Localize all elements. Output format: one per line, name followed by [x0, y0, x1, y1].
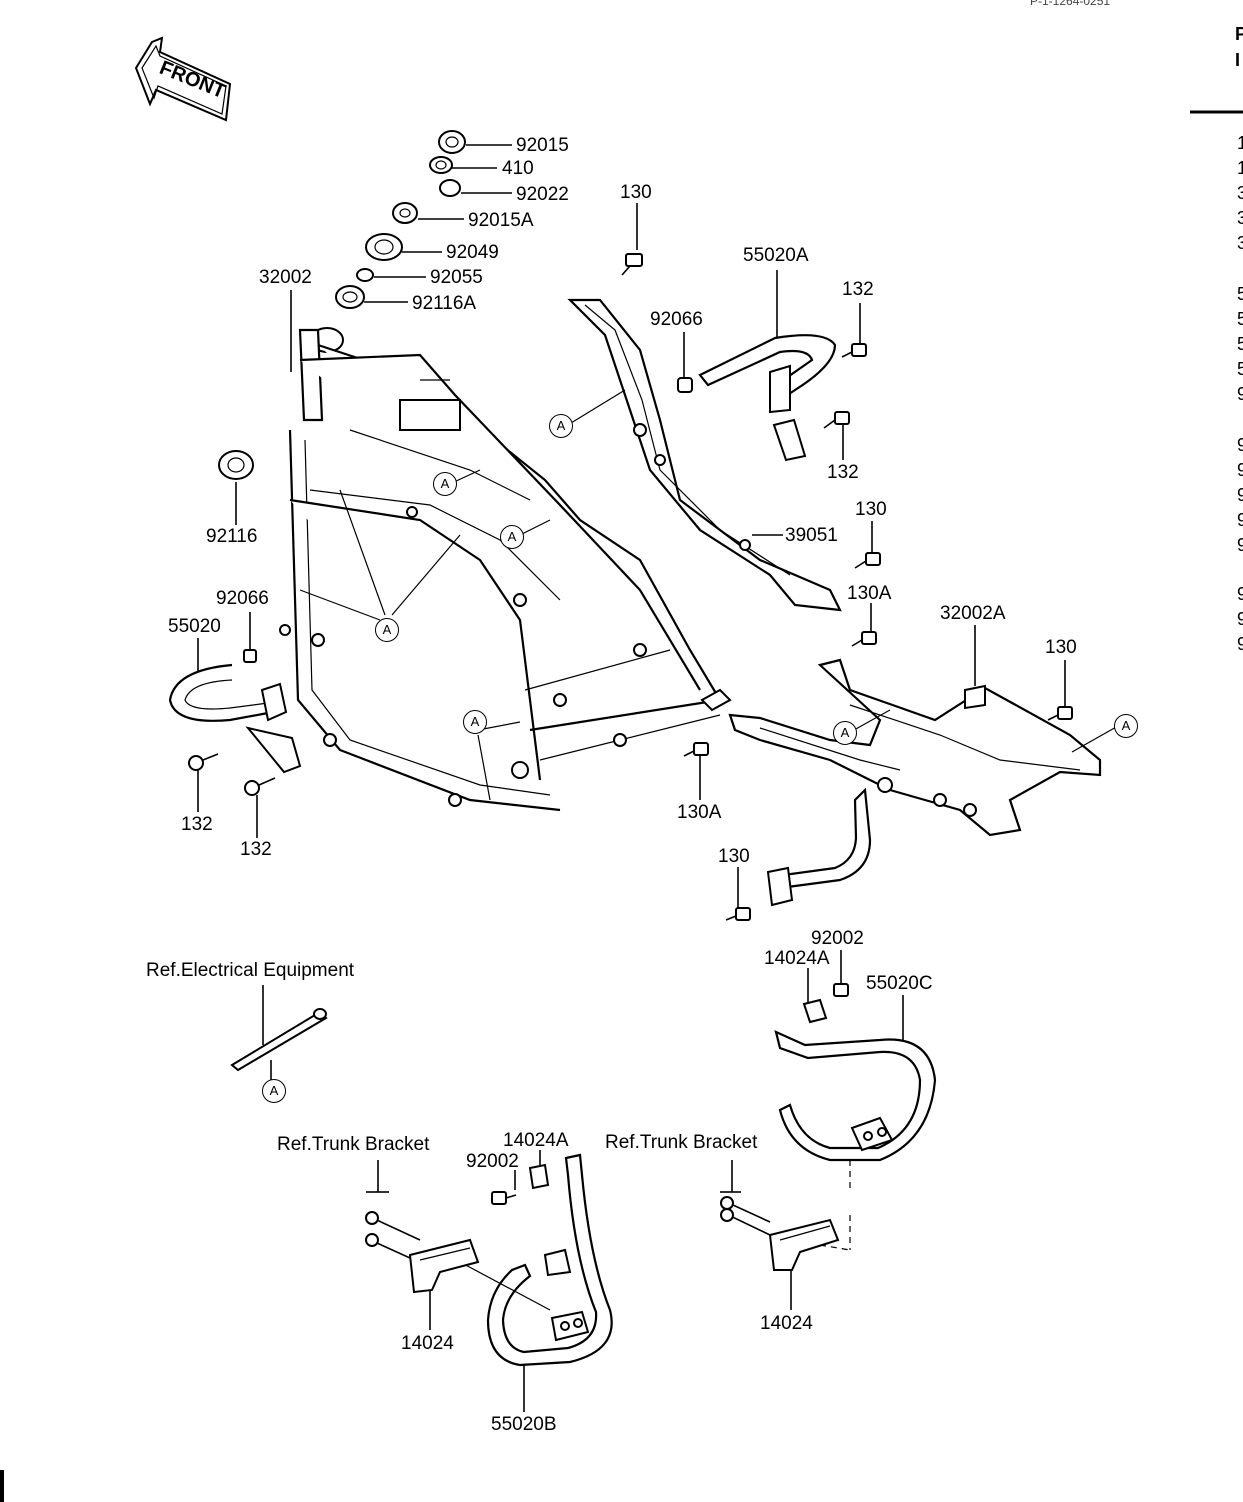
rear-subframe: [683, 658, 1102, 921]
part-label-130-lower: 130: [718, 846, 750, 867]
part-label-130-top: 130: [620, 182, 652, 203]
callout-a: A: [433, 472, 457, 496]
seat-rail: [567, 253, 842, 612]
part-label-410: 410: [502, 158, 534, 179]
part-label-130a-lower: 130A: [677, 802, 722, 823]
edge-char: 1: [1237, 158, 1243, 178]
part-label-55020c: 55020C: [866, 973, 933, 994]
callout-a: A: [463, 710, 487, 734]
edge-char: 9: [1237, 634, 1243, 654]
part-label-39051: 39051: [785, 525, 838, 546]
trunk-brackets: [365, 1196, 851, 1294]
part-label-32002a: 32002A: [940, 603, 1006, 624]
callout-leaders: [299, 389, 1119, 801]
part-label-92055: 92055: [430, 267, 483, 288]
part-label-92116: 92116: [206, 526, 258, 547]
callout-a: A: [262, 1079, 286, 1103]
leader-lines: [197, 144, 1066, 1412]
callout-a: A: [500, 525, 524, 549]
part-label-130-right: 130: [1045, 637, 1077, 658]
edge-char: I: [1235, 50, 1241, 70]
rear-footrest-b: [459, 1153, 613, 1367]
part-label-92015a: 92015A: [468, 210, 534, 231]
part-label-55020a: 55020A: [743, 245, 809, 266]
cable-tie: [230, 1008, 328, 1072]
edge-char: 3: [1237, 233, 1243, 253]
edge-char: 3: [1237, 183, 1243, 203]
edge-char: 5: [1237, 284, 1243, 304]
part-label-32002: 32002: [259, 267, 312, 288]
steering-head-parts: [218, 130, 466, 480]
edge-char: 9: [1237, 435, 1243, 455]
part-label-92002-bottom: 92002: [466, 1151, 519, 1172]
edge-char: 5: [1237, 334, 1243, 354]
edge-char: 5: [1237, 359, 1243, 379]
part-label-92116a: 92116A: [412, 293, 477, 314]
front-arrow-icon: [134, 36, 232, 122]
part-label-92022: 92022: [516, 184, 569, 205]
part-label-14024-right: 14024: [760, 1313, 813, 1334]
passenger-footrest-right: [677, 334, 881, 647]
part-label-132-mid: 132: [827, 462, 859, 483]
edge-char: 9: [1237, 384, 1243, 404]
part-label-92066-left: 92066: [216, 588, 269, 609]
edge-char: 9: [1237, 460, 1243, 480]
callout-a: A: [833, 721, 857, 745]
ref-electrical-equipment: Ref.Electrical Equipment: [146, 960, 355, 981]
part-label-92049: 92049: [446, 242, 499, 263]
edge-char: 9: [1237, 584, 1243, 604]
edge-char: 9: [1237, 485, 1243, 505]
part-label-92015: 92015: [516, 135, 569, 156]
part-label-92002-right: 92002: [811, 928, 864, 949]
main-frame: [279, 327, 732, 812]
callout-a: A: [375, 618, 399, 642]
part-label-130-mid: 130: [855, 499, 887, 520]
edge-char: 9: [1237, 510, 1243, 530]
edge-char: 9: [1237, 535, 1243, 555]
edge-char: 1: [1237, 133, 1243, 153]
part-label-14024a-bottom: 14024A: [503, 1130, 569, 1151]
callout-a: A: [1114, 714, 1138, 738]
part-label-132-left-a: 132: [181, 814, 213, 835]
edge-char: 9: [1237, 609, 1243, 629]
ref-trunk-bracket-left: Ref.Trunk Bracket: [277, 1134, 430, 1155]
edge-char: 3: [1237, 208, 1243, 228]
part-label-14024a-right: 14024A: [764, 948, 830, 969]
page-edge-mark: [0, 1470, 4, 1502]
part-label-130a-upper: 130A: [847, 583, 892, 604]
part-label-132-top: 132: [842, 279, 874, 300]
edge-char: P: [1235, 24, 1243, 44]
edge-char: 5: [1237, 309, 1243, 329]
part-label-55020b: 55020B: [491, 1414, 557, 1435]
part-label-92066-top: 92066: [650, 309, 703, 330]
rear-footrest-c: [774, 983, 937, 1250]
part-label-14024-left: 14024: [401, 1333, 454, 1354]
left-footrest: [168, 649, 302, 796]
part-label-132-left-b: 132: [240, 839, 272, 860]
part-label-55020: 55020: [168, 616, 221, 637]
ref-trunk-bracket-right: Ref.Trunk Bracket: [605, 1132, 758, 1153]
page-code: P-1-1264-0251: [1030, 0, 1111, 8]
callout-a: A: [549, 414, 573, 438]
